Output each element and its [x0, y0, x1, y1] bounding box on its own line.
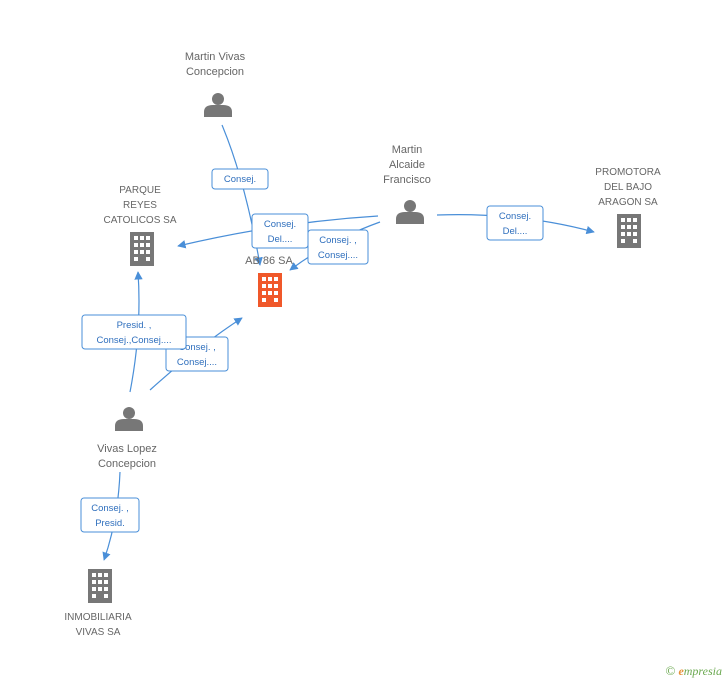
- node-label: AB 86 SA: [245, 255, 293, 267]
- node-label: Concepcion: [98, 458, 156, 470]
- edge-label-text: Consej.: [499, 211, 531, 222]
- edge-label-text: Consej.: [264, 219, 296, 230]
- node-inmobiliaria-vivas[interactable]: INMOBILIARIA VIVAS SA: [64, 569, 132, 638]
- node-label: INMOBILIARIA: [64, 612, 132, 623]
- node-parque-reyes-catolicos[interactable]: PARQUE REYES CATOLICOS SA: [104, 185, 177, 266]
- node-label: Martin Vivas: [185, 51, 246, 63]
- node-label: Martin: [392, 144, 423, 156]
- edge-label-e7[interactable]: Consej. , Presid.: [80, 497, 140, 533]
- edge-label-text: Presid. ,: [117, 320, 152, 331]
- edge-label-text: Consej. ,: [319, 235, 357, 246]
- person-icon: [115, 407, 143, 431]
- edge-label-text: Consej. ,: [178, 342, 216, 353]
- node-label: Alcaide: [389, 159, 425, 171]
- node-label: REYES: [123, 200, 157, 211]
- person-icon: [396, 200, 424, 224]
- node-label: Francisco: [383, 174, 431, 186]
- building-icon: [88, 569, 112, 603]
- person-icon: [204, 93, 232, 117]
- edge-label-text: Presid.: [95, 518, 125, 529]
- edge-label-e5[interactable]: Presid. , Consej.,Consej....: [81, 314, 187, 350]
- copyright-icon: ©: [665, 663, 676, 678]
- empresia-logo: ©empresia: [666, 663, 722, 679]
- node-label: VIVAS SA: [76, 627, 121, 638]
- node-label: PARQUE: [119, 185, 161, 196]
- edge-label-text: Consej.: [224, 174, 256, 185]
- brand-name: mpresia: [683, 664, 722, 678]
- edge-label-text: Del....: [268, 234, 293, 245]
- node-label: Vivas Lopez: [97, 443, 157, 455]
- edge-label-text: Consej....: [318, 250, 358, 261]
- node-label: ARAGON SA: [598, 197, 658, 208]
- node-label: Concepcion: [186, 66, 244, 78]
- brand-initial: e: [678, 664, 684, 678]
- building-icon: [617, 214, 641, 248]
- node-label: PROMOTORA: [595, 167, 661, 178]
- node-ab86[interactable]: AB 86 SA: [245, 255, 294, 307]
- edge-label-text: Consej....: [177, 357, 217, 368]
- edge-label-e3[interactable]: Consej. , Consej....: [307, 229, 369, 265]
- edge-label-text: Consej. ,: [91, 503, 129, 514]
- building-icon: [258, 273, 282, 307]
- building-icon: [130, 232, 154, 266]
- edge-label-text: Consej.,Consej....: [97, 335, 172, 346]
- edge-label-e4[interactable]: Consej. Del....: [486, 205, 544, 241]
- node-martin-alcaide[interactable]: Martin Alcaide Francisco: [383, 144, 431, 224]
- node-vivas-lopez[interactable]: Vivas Lopez Concepcion: [97, 407, 157, 470]
- node-label: DEL BAJO: [604, 182, 652, 193]
- edge-label-e2[interactable]: Consej. Del....: [251, 213, 309, 249]
- edge-label-e1[interactable]: Consej.: [211, 168, 269, 190]
- edge-label-text: Del....: [503, 226, 528, 237]
- node-promotora-bajo-aragon[interactable]: PROMOTORA DEL BAJO ARAGON SA: [595, 167, 661, 248]
- node-martin-vivas[interactable]: Martin Vivas Concepcion: [185, 51, 246, 117]
- node-label: CATOLICOS SA: [104, 215, 177, 226]
